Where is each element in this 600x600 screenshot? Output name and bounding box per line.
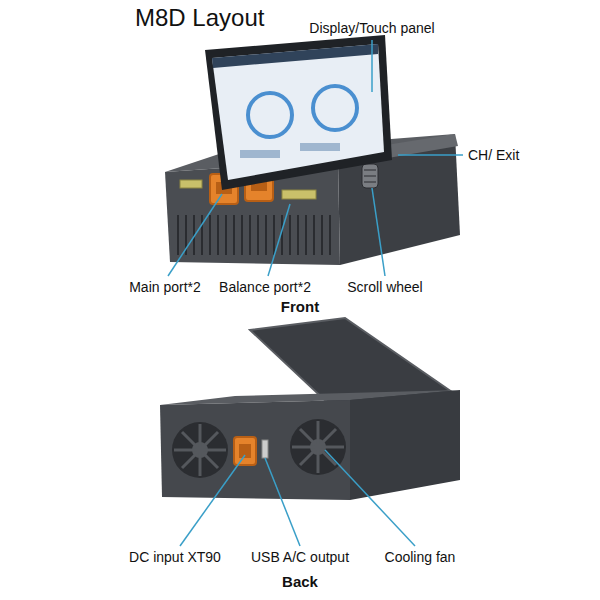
illustration-part xyxy=(178,215,330,255)
front-view xyxy=(165,35,460,265)
illustration-part xyxy=(233,215,235,255)
callout-label: USB A/C output xyxy=(251,549,349,565)
illustration-part xyxy=(234,437,256,465)
illustration-part xyxy=(225,215,227,255)
illustration-part xyxy=(160,400,350,500)
illustration-part xyxy=(212,44,384,180)
illustration-part xyxy=(292,421,344,473)
illustration-part xyxy=(240,150,280,158)
illustration-part xyxy=(398,154,463,156)
illustration-part xyxy=(305,215,307,255)
illustration-part xyxy=(257,215,259,255)
illustration-part xyxy=(265,458,300,546)
illustration-part xyxy=(297,215,299,255)
illustration-part xyxy=(248,93,292,137)
illustration-part xyxy=(217,215,219,255)
illustration-part xyxy=(290,419,346,475)
illustration-part xyxy=(174,424,226,476)
illustration-part xyxy=(180,455,245,546)
callout-label: Scroll wheel xyxy=(347,279,422,295)
callout-label: Balance port*2 xyxy=(219,279,311,295)
illustration-part xyxy=(265,215,267,255)
illustration-part xyxy=(350,390,460,500)
view-caption: Front xyxy=(281,299,319,315)
illustration-part xyxy=(212,44,378,68)
callout-label: Cooling fan xyxy=(385,549,456,565)
view-caption: Back xyxy=(282,574,318,590)
illustration-part xyxy=(325,450,415,546)
leader-lines xyxy=(168,40,463,546)
illustration-part xyxy=(182,432,218,468)
illustration-part xyxy=(362,164,378,188)
illustration-part xyxy=(241,215,243,255)
illustration-part xyxy=(313,86,357,130)
diagram-title: M8D Layout xyxy=(135,4,264,32)
illustration-part xyxy=(182,432,218,468)
illustration-part xyxy=(321,215,323,255)
illustration-part xyxy=(371,40,373,92)
illustration-part xyxy=(180,180,202,188)
illustration-part xyxy=(289,215,291,255)
illustration-part xyxy=(372,188,385,276)
callout-label: DC input XT90 xyxy=(129,549,221,565)
illustration-part xyxy=(300,429,336,465)
illustration-part xyxy=(300,143,340,151)
callout-label: Main port*2 xyxy=(129,279,201,295)
callout-label: Display/Touch panel xyxy=(309,20,434,36)
illustration-part xyxy=(364,170,376,171)
illustration-part xyxy=(313,215,315,255)
illustration-part xyxy=(205,35,392,190)
back-view xyxy=(160,318,460,500)
illustration-part xyxy=(209,215,211,255)
illustration-part xyxy=(329,215,331,255)
illustration-part xyxy=(201,215,203,255)
illustration-part xyxy=(268,204,290,276)
illustration-part xyxy=(172,422,228,478)
illustration-part xyxy=(300,429,336,465)
illustration-part xyxy=(168,194,222,276)
callout-label: CH/ Exit xyxy=(468,147,519,163)
illustration-part xyxy=(282,190,316,199)
illustration-part xyxy=(262,440,268,458)
illustration-part xyxy=(177,215,179,255)
illustration-part xyxy=(273,215,275,255)
illustration-part xyxy=(249,215,251,255)
illustration-part xyxy=(364,182,376,183)
illustration-part xyxy=(364,176,376,177)
